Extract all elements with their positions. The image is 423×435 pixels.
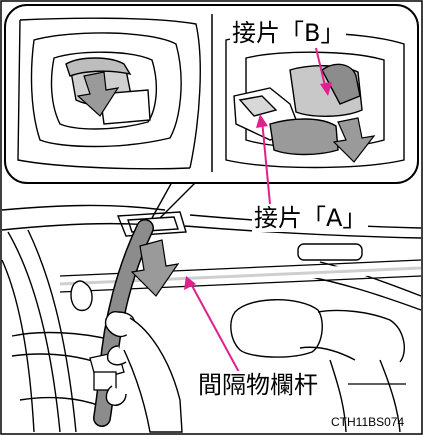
callout-line-a	[261, 119, 271, 205]
figure-code: CTH11BS074	[331, 415, 405, 429]
tab-b-label: 接片「B」	[230, 19, 347, 47]
down-arrow-icon	[332, 117, 376, 163]
down-arrow-icon	[130, 239, 180, 297]
tab-a-label: 接片「A」	[252, 204, 369, 232]
callout-line-b	[315, 47, 327, 91]
hands	[70, 280, 183, 433]
down-arrow-icon	[76, 71, 120, 117]
pink-arrowheads	[184, 82, 332, 290]
divider-bar-label: 間隔物欄杆	[196, 371, 320, 399]
callout-line-divider	[189, 281, 241, 375]
pink-callouts	[189, 47, 327, 375]
